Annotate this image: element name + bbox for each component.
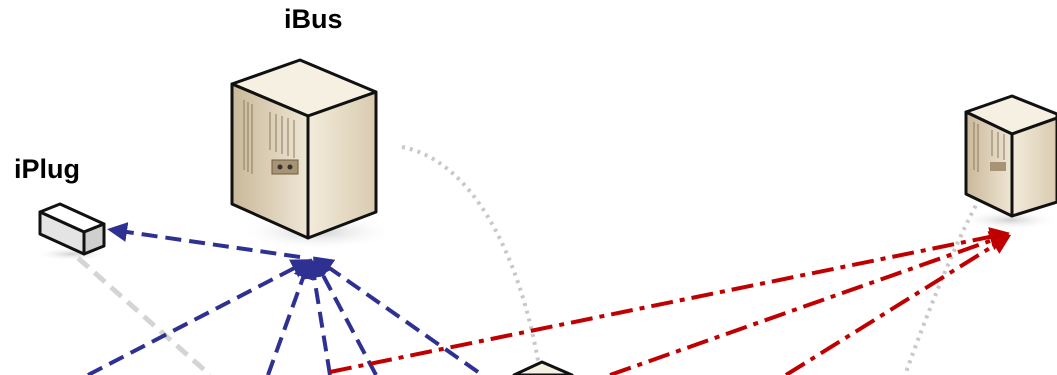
red-links [329, 227, 1012, 375]
red-dash-dot-link-3 [784, 234, 1012, 375]
blue-dashed-link-1 [87, 259, 312, 375]
remote-server [960, 94, 1057, 230]
blue-dashed-link-4 [313, 256, 378, 375]
ibus-server-vents [243, 100, 295, 174]
iplug-device [34, 202, 110, 261]
red-dash-dot-link-2 [609, 231, 1010, 375]
gray-dotted-link-ibus-bottom [401, 145, 542, 373]
gray-dashed-link-iplug [76, 256, 212, 375]
gray-dotted-link-remote-bottom [903, 150, 1012, 375]
bottom-node [512, 360, 574, 375]
iplug-label: iPlug [14, 154, 80, 184]
red-dash-dot-link-1 [329, 227, 1010, 374]
blue-dashed-link-ibus-iplug [107, 222, 301, 259]
blue-dashed-link-2 [266, 258, 313, 375]
ibus-server [230, 58, 398, 250]
blue-dashed-link-3 [304, 258, 332, 375]
gray-links [76, 145, 1057, 375]
blue-links [87, 222, 480, 375]
ibus-label: iBus [284, 4, 343, 34]
blue-dashed-link-5 [313, 256, 480, 374]
